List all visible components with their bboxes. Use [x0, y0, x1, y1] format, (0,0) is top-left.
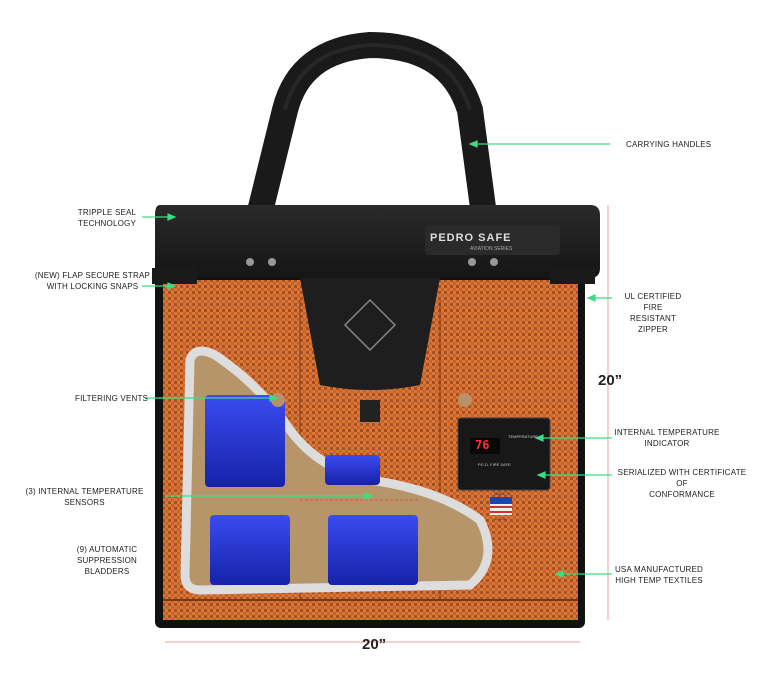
brand-series: AVIATION SERIES — [470, 246, 513, 252]
label-flap-strap-line1: (NEW) FLAP SECURE STRAP — [34, 271, 151, 280]
label-serialized-line2: CONFORMANCE — [649, 490, 715, 499]
label-tripple-seal-line1: TRIPPLE SEAL — [77, 208, 137, 217]
label-flap-strap: (NEW) FLAP SECURE STRAP WITH LOCKING SNA… — [30, 270, 155, 292]
made-in-label: MADE IN — [494, 491, 511, 496]
label-serialized: SERIALIZED WITH CERTIFICATE OF CONFORMAN… — [612, 467, 752, 500]
cutaway-interior — [180, 346, 493, 595]
label-zipper-line2: RESISTANT ZIPPER — [629, 314, 677, 334]
top-flap — [155, 205, 600, 422]
label-textiles-line2: HIGH TEMP TEXTILES — [615, 576, 703, 585]
label-carrying-handles: CARRYING HANDLES — [626, 140, 712, 149]
panel-model: P.E.D. FIRE SAFE — [478, 462, 511, 467]
label-bladders-line2: SUPPRESSION — [77, 556, 137, 565]
label-flap-strap-line2: WITH LOCKING SNAPS — [46, 282, 139, 291]
callout-arrows — [142, 140, 612, 578]
label-temp-indicator-line2: INDICATOR — [644, 439, 690, 448]
label-sensors-line2: SENSORS — [64, 498, 105, 507]
label-textiles-line1: USA MANUFACTURED — [614, 565, 704, 574]
panel-title: TEMPERATURE — [508, 434, 538, 439]
label-sensors: (3) INTERNAL TEMPERATURE SENSORS — [22, 486, 147, 508]
label-bladders-line3: BLADDERS — [84, 567, 130, 576]
label-tripple-seal-line2: TECHNOLOGY — [77, 219, 136, 228]
label-bladders-line1: (9) AUTOMATIC — [76, 545, 138, 554]
label-bladders: (9) AUTOMATIC SUPPRESSION BLADDERS — [72, 544, 142, 577]
label-zipper-line1: UL CERTIFIED FIRE — [624, 292, 682, 312]
temperature-panel — [457, 417, 551, 515]
width-dimension: 20” — [362, 636, 387, 653]
snaps — [152, 258, 595, 407]
usa-label: U.S.A. — [495, 516, 507, 521]
label-zipper: UL CERTIFIED FIRE RESISTANT ZIPPER — [614, 291, 692, 335]
temperature-readout: 76 — [475, 438, 490, 452]
label-tripple-seal: TRIPPLE SEAL TECHNOLOGY — [72, 207, 142, 229]
label-temp-indicator: INTERNAL TEMPERATURE INDICATOR — [612, 427, 722, 449]
label-sensors-line1: (3) INTERNAL TEMPERATURE — [25, 487, 144, 496]
label-temp-indicator-line1: INTERNAL TEMPERATURE — [614, 428, 720, 437]
dimension-lines — [165, 205, 609, 643]
brand-name: PEDRO SAFE — [430, 232, 512, 244]
label-serialized-line1: SERIALIZED WITH CERTIFICATE OF — [617, 468, 747, 488]
label-filtering-vents: FILTERING VENTS — [75, 394, 149, 403]
height-dimension: 20” — [598, 372, 623, 389]
label-textiles: USA MANUFACTURED HIGH TEMP TEXTILES — [614, 564, 704, 586]
